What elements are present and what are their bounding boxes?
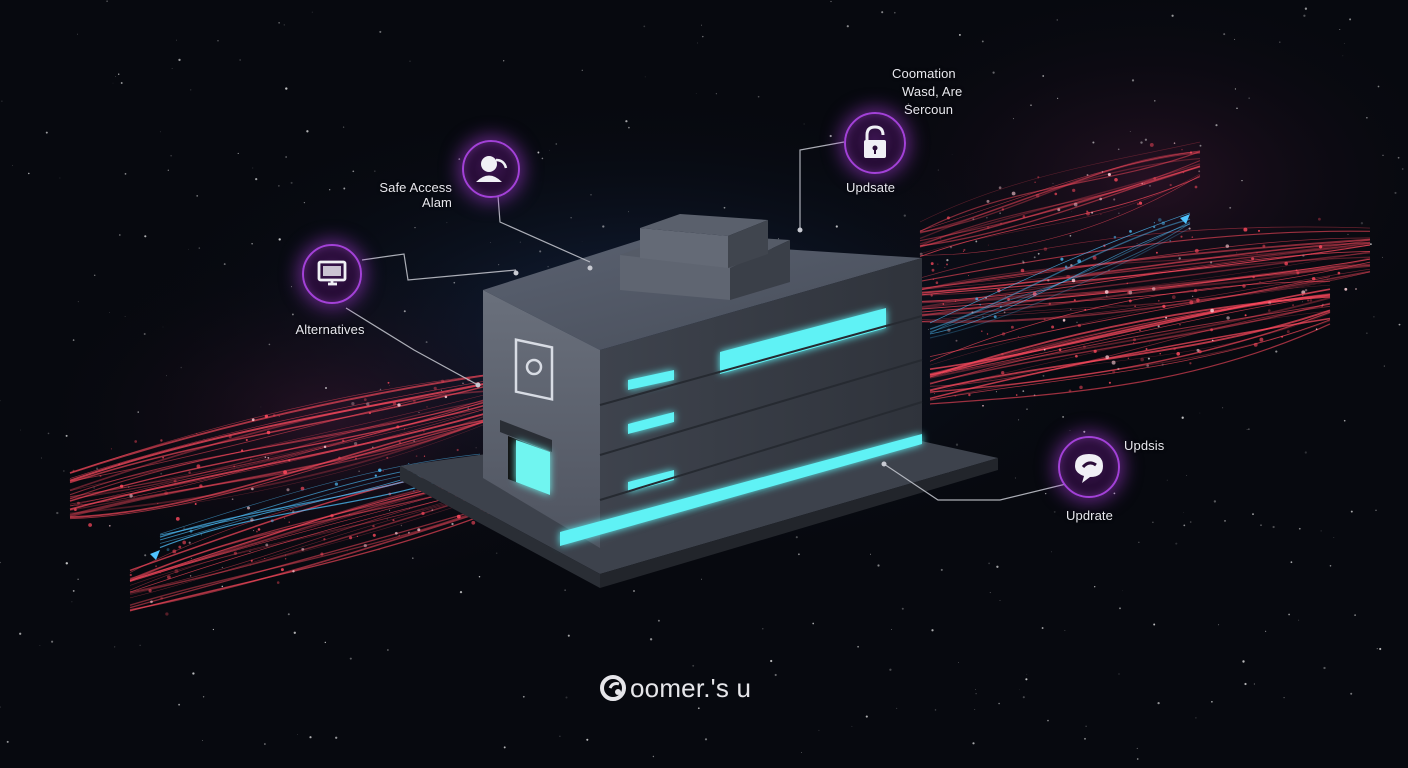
speech-bubble-icon[interactable] bbox=[1058, 436, 1120, 498]
callout-safe-access-line2: Alam bbox=[421, 195, 452, 210]
brand: oomer.'s u bbox=[598, 668, 751, 708]
monitor-icon[interactable] bbox=[302, 244, 362, 304]
callout-security-line1: Coomation bbox=[892, 66, 956, 81]
callout-alternatives-label: Alternatives bbox=[295, 322, 365, 337]
callout-safe-access-line1: Safe Access bbox=[379, 180, 452, 195]
brand-name: oomer.'s u bbox=[630, 673, 752, 703]
entrance-door bbox=[516, 440, 550, 495]
callout-security-label: Updsate bbox=[846, 180, 896, 195]
callout-security-line2: Wasd, Are bbox=[902, 84, 963, 99]
person-shield-icon[interactable] bbox=[462, 140, 520, 198]
callout-updates-label-bottom: Updrate bbox=[1066, 508, 1113, 523]
callout-updates-label-top: Updsis bbox=[1124, 438, 1165, 453]
brand-logo-icon bbox=[600, 675, 626, 701]
callout-security-line3: Sercoun bbox=[904, 102, 954, 117]
entrance-canopy bbox=[500, 420, 552, 452]
base-plate-side bbox=[600, 458, 998, 588]
building-left-face bbox=[483, 290, 600, 548]
base-plate-front bbox=[400, 466, 600, 588]
padlock-icon[interactable] bbox=[844, 112, 906, 174]
